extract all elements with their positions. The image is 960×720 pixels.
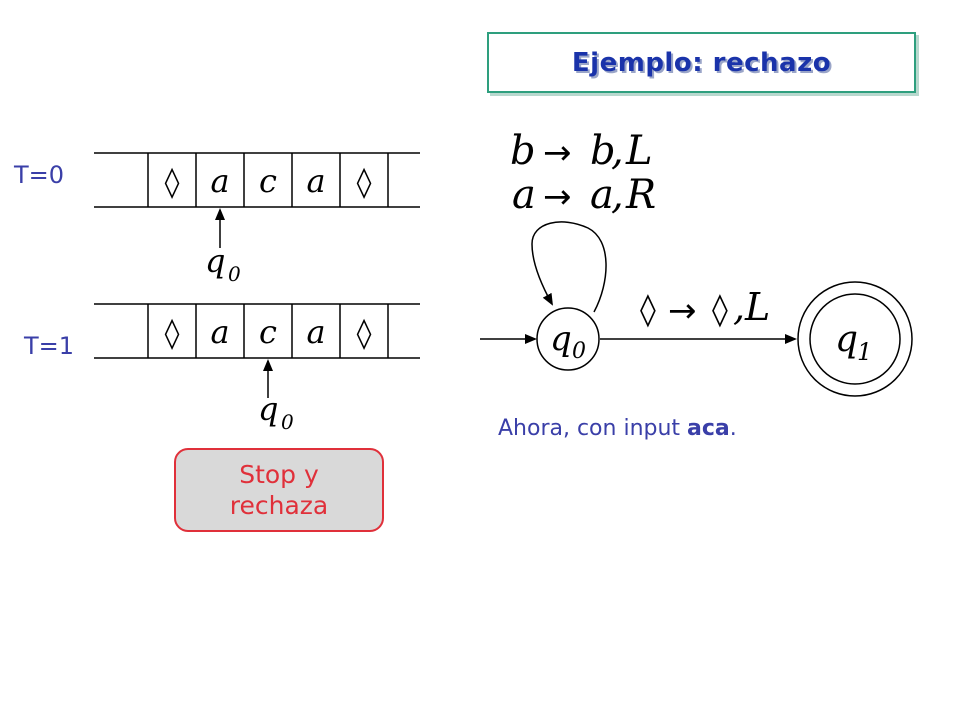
note-prefix: Ahora, con input	[498, 416, 688, 441]
self-loop-arrow	[531, 221, 607, 313]
loop-rule-write: a	[590, 172, 614, 218]
step-label-t0: T=0	[14, 161, 65, 189]
loop-rule-read: a	[512, 172, 536, 218]
edge-rule-move: L	[744, 285, 770, 329]
tape-cell: a	[210, 162, 229, 200]
tape-cell: ◊	[165, 316, 180, 351]
tape-cell: ◊	[357, 165, 372, 200]
head-state: q	[258, 390, 278, 428]
input-note: Ahora, con input aca.	[498, 416, 737, 441]
head-t1: q 0	[258, 359, 294, 434]
edge-rule-read: ◊	[640, 290, 656, 328]
step-label-t1: T=1	[24, 332, 75, 360]
title-box: Ejemplo: rechazo	[487, 32, 916, 93]
edge-rule-arrow: →	[668, 291, 697, 331]
stop-line2: rechaza	[229, 491, 329, 520]
loop-rule-arrow: →	[543, 133, 572, 173]
head-state-sub: 0	[228, 262, 241, 286]
loop-rule-move: L	[625, 128, 653, 174]
slide-title: Ejemplo: rechazo	[571, 47, 832, 78]
stop-reject-box: Stop y rechaza	[174, 448, 384, 532]
head-state: q	[205, 242, 225, 280]
tape-cell: c	[259, 313, 277, 351]
tape-cell: a	[306, 162, 325, 200]
comma: ,	[611, 128, 624, 174]
comma: ,	[611, 172, 624, 218]
head-state-sub: 0	[281, 410, 294, 434]
loop-rule-move: R	[625, 172, 656, 218]
tape-cell: a	[210, 313, 229, 351]
state-q0-sub: 0	[572, 339, 586, 364]
state-q1-label: q	[835, 319, 858, 360]
loop-rule-read: b	[510, 128, 536, 174]
tape-cell: c	[259, 162, 277, 200]
edge-rule: ◊ → ◊ , L	[640, 285, 770, 331]
tape-cell: a	[306, 313, 325, 351]
state-q1-sub: 1	[857, 338, 872, 366]
note-suffix: .	[729, 416, 737, 441]
tape-t1: ◊ a c a ◊	[94, 303, 420, 359]
tape-t0: ◊ a c a ◊	[94, 152, 420, 208]
stop-line1: Stop y	[239, 459, 319, 489]
tape-cell: ◊	[165, 165, 180, 200]
loop-rule-write: b	[590, 128, 616, 174]
edge-rule-write: ◊	[712, 290, 728, 328]
note-input: aca	[687, 416, 730, 441]
comma: ,	[733, 285, 745, 329]
loop-rules: b → b , L a → a , R	[510, 128, 656, 218]
head-t0: q 0	[205, 208, 241, 286]
state-q0: q 0	[536, 307, 600, 371]
tape-cell: ◊	[357, 316, 372, 351]
loop-rule-arrow: →	[543, 177, 572, 217]
state-q1: q 1	[797, 281, 913, 397]
state-q0-label: q	[550, 319, 572, 359]
